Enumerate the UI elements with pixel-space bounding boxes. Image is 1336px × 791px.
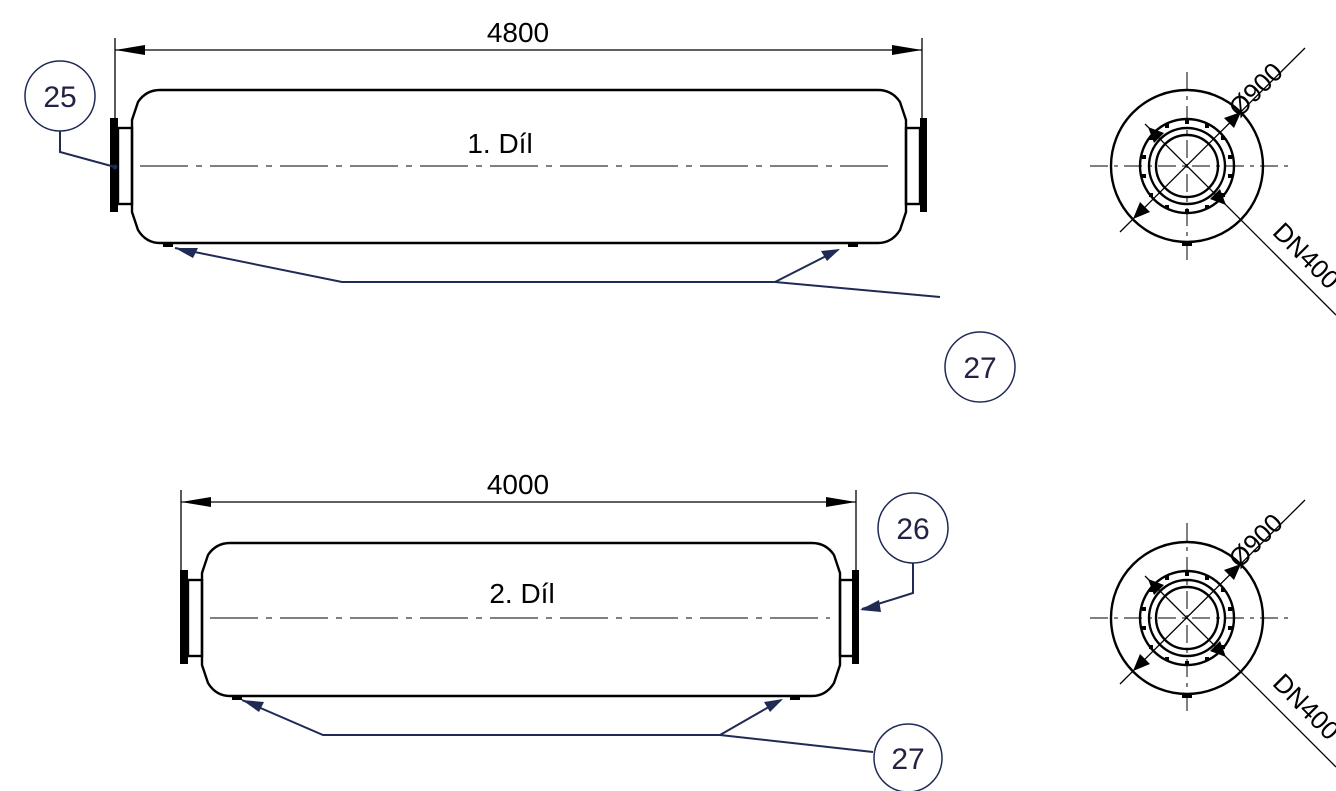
part2-nozzle-size: DN400	[1267, 667, 1336, 745]
part1-flange-callout: 25	[24, 60, 118, 170]
part2-flange-balloon-number: 26	[896, 513, 929, 546]
part2-support-left	[232, 696, 242, 700]
part1-supports-callout: 27	[174, 247, 1016, 403]
part2-length-dimension: 4000	[180, 469, 857, 570]
part2-right-flange	[852, 570, 859, 664]
part2-supports-callout: 27	[241, 699, 943, 791]
part2-flange-callout: 26	[860, 492, 949, 612]
part1-right-flange	[920, 118, 927, 212]
part1-length-value: 4800	[487, 17, 549, 48]
part1-length-dimension: 4800	[114, 17, 923, 118]
part2-supports-balloon-number: 27	[891, 743, 924, 776]
part1-label: 1. Díl	[467, 128, 532, 159]
part2-length-value: 4000	[487, 469, 549, 500]
part2-support-right	[790, 696, 800, 700]
part2-diameter-value: Ø900	[1223, 508, 1289, 574]
part2-vessel-body	[200, 541, 842, 698]
part1-flange-balloon-number: 25	[43, 81, 76, 114]
part1-support-left	[163, 243, 173, 247]
part2-label: 2. Díl	[489, 578, 554, 609]
part1-vessel-body	[130, 88, 908, 245]
part1-end-view: Ø900 DN400	[1090, 47, 1336, 316]
part2-side-view: 4000 2. Díl	[180, 469, 859, 700]
part2-left-flange	[180, 570, 188, 664]
part1-bolt-holes	[1142, 120, 1232, 213]
part1-supports-balloon-number: 27	[963, 352, 996, 385]
part1-side-view: 4800 1. Díl	[110, 17, 927, 247]
part2-end-view: Ø900 DN400	[1090, 499, 1336, 768]
part1-support-right	[848, 243, 858, 247]
part2-bolt-holes	[1142, 572, 1232, 665]
part1-diameter-value: Ø900	[1223, 57, 1289, 123]
